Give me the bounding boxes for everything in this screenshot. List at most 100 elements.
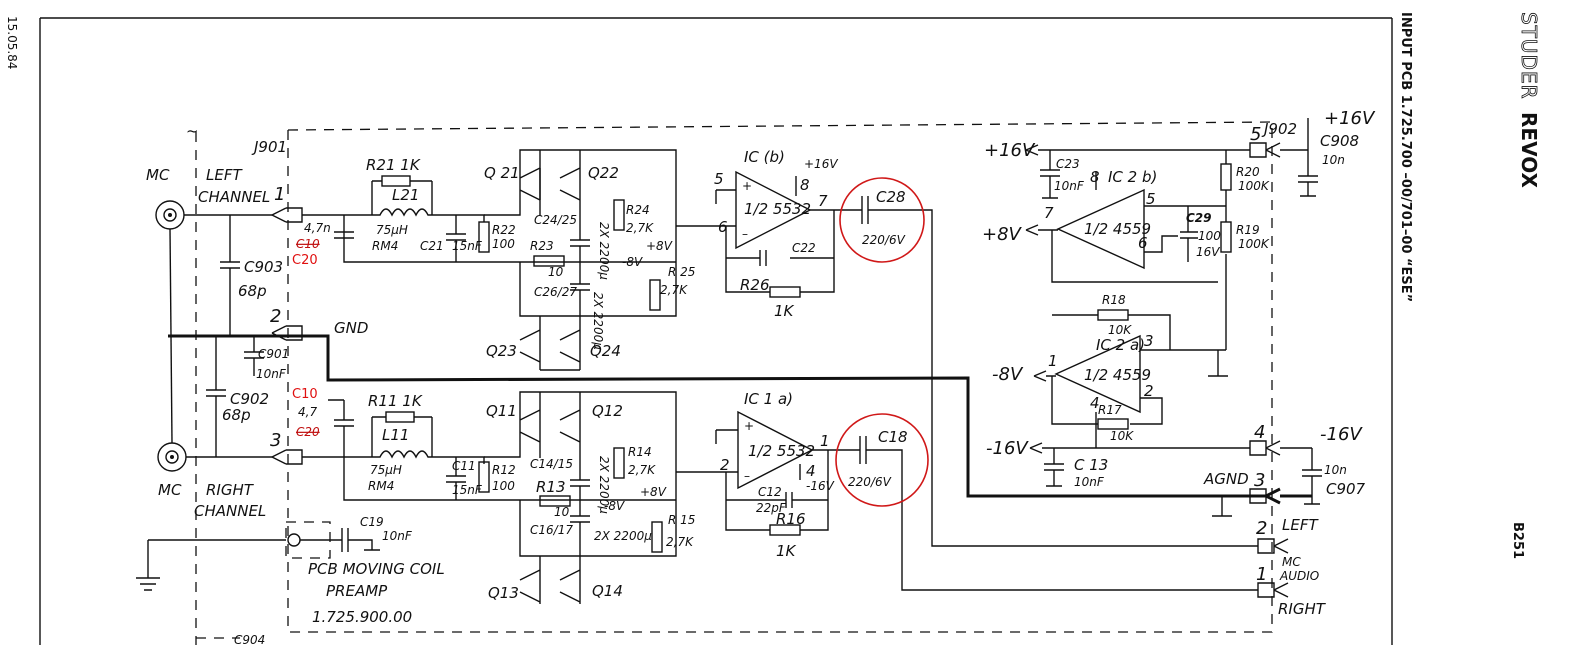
q23-label: Q23 xyxy=(486,342,517,360)
right-out-label: RIGHT xyxy=(1278,600,1327,618)
c19-value: 10nF xyxy=(382,529,413,543)
r19-body xyxy=(1220,221,1232,253)
mc-right-label-2: RIGHT xyxy=(206,481,255,499)
ic1b-wires xyxy=(676,176,852,293)
j902-pin2 xyxy=(1257,538,1289,554)
ic2b-label: IC 2 b) xyxy=(1108,168,1157,186)
mc-right-label-1: MC xyxy=(158,481,182,499)
ic1b-pin5: 5 xyxy=(714,170,724,188)
c13-cap xyxy=(1044,448,1064,487)
pcb-text-3: 1.725.900.00 xyxy=(312,608,412,626)
ic1a-wires xyxy=(676,429,836,531)
c18-highlight-circle xyxy=(835,413,929,507)
c908-label: C908 xyxy=(1320,132,1359,150)
r20-body xyxy=(1220,163,1232,191)
mc-left-input-jack xyxy=(155,200,185,230)
mc-audio-label-1: MC xyxy=(1282,555,1301,569)
c901-label: C901 xyxy=(258,347,289,361)
r22-label: R22 xyxy=(492,223,516,237)
cap-2x2200-d: 2X 2200µ xyxy=(594,529,652,543)
j902-pin5 xyxy=(1249,142,1308,158)
l21-coil xyxy=(372,208,485,222)
c13-label: C 13 xyxy=(1074,456,1108,474)
q12-label: Q12 xyxy=(592,402,623,420)
r16-body xyxy=(769,524,801,536)
j901-pin1-arrow xyxy=(271,207,303,223)
r15-label: R 15 xyxy=(668,513,695,527)
c908-value: 10n xyxy=(1322,153,1345,167)
ic1b-supply: +16V xyxy=(804,157,838,171)
c28-cap xyxy=(852,196,1258,547)
mc-left-label-3: CHANNEL xyxy=(198,188,270,206)
cap-2x2200-c: 2X 2200µ xyxy=(597,456,611,514)
r14-label: R14 xyxy=(628,445,652,459)
c12-label: C12 xyxy=(758,485,782,499)
c16-17-label: C16/17 xyxy=(530,523,573,537)
c902-label: C902 xyxy=(230,390,269,408)
p16-rail xyxy=(1025,144,1250,164)
cap-2x2200-b: 2X 2200µ xyxy=(591,292,605,350)
l11-value: 75µH xyxy=(370,463,402,477)
r21-leads xyxy=(371,180,433,215)
ic2b-part: 1/2 4559 xyxy=(1084,220,1151,238)
c14-15-label: C14/15 xyxy=(530,457,573,471)
r19-value: 100K xyxy=(1238,237,1270,251)
ic1b-pin7: 7 xyxy=(818,192,828,210)
left-cap-stack xyxy=(570,216,590,316)
c907-value: 10n xyxy=(1324,463,1347,477)
page-code: B251 xyxy=(1510,522,1525,559)
r25-label: R 25 xyxy=(668,265,695,279)
r23-value: 10 xyxy=(548,265,564,279)
p16-right-label: +16V xyxy=(1324,108,1376,129)
j902-pin1-label: 1 xyxy=(1256,564,1267,585)
c20-cap xyxy=(328,399,354,457)
r13-label: R13 xyxy=(536,478,566,496)
c28-highlight-circle xyxy=(839,177,925,263)
ic1b-opamp xyxy=(735,170,812,250)
r23-body xyxy=(533,255,565,267)
c29-label: C29 xyxy=(1186,211,1212,225)
r17-label: R17 xyxy=(1098,403,1122,417)
r26-label: R26 xyxy=(740,276,770,294)
n8-label: -8V xyxy=(992,364,1024,385)
right-minus8v: -8V xyxy=(604,499,625,513)
ic1a-pin1: 1 xyxy=(820,432,830,450)
r23-label: R23 xyxy=(530,239,554,253)
c24-25-label: C24/25 xyxy=(534,213,577,227)
ic1a-opamp xyxy=(737,410,814,490)
mc-left-label-1: MC xyxy=(146,166,170,184)
c21-value: 15nF xyxy=(452,239,483,253)
r25-body xyxy=(649,279,661,311)
ic2a-opamp xyxy=(1054,334,1141,414)
c904-label: C904 xyxy=(234,633,265,645)
j901-pin3-label: 3 xyxy=(270,430,281,451)
j902-pin3-label: 3 xyxy=(1254,470,1265,491)
ic1a-pin2: 2 xyxy=(720,456,730,474)
ic1b-part: 1/2 5532 xyxy=(744,200,811,218)
c10-correction: C10 xyxy=(292,387,318,402)
q11-label: Q11 xyxy=(486,402,517,420)
j901-pin1-label: 1 xyxy=(274,184,285,205)
r24-body xyxy=(613,199,625,231)
c10-value: 4,7n xyxy=(304,221,331,235)
ic1b-minus: – xyxy=(742,227,748,241)
r12-value: 100 xyxy=(492,479,515,493)
c29-cap xyxy=(1180,206,1198,262)
mc-right-input-jack xyxy=(157,442,187,472)
c23-cap xyxy=(1040,150,1060,199)
r17-value: 10K xyxy=(1110,429,1134,443)
ic1b-plus: + xyxy=(742,179,752,193)
ic2a-wires xyxy=(1130,349,1228,425)
ic1a-pin4: 4 xyxy=(806,462,816,480)
c22-cap xyxy=(759,250,767,266)
q24-label: Q24 xyxy=(590,342,621,360)
j902-label: J902 xyxy=(1261,120,1297,138)
l11-coil xyxy=(372,450,485,464)
c903-wire xyxy=(220,215,240,336)
n16-rail xyxy=(1029,412,1250,454)
tilde-mark: ~ xyxy=(186,122,199,140)
agnd-ground xyxy=(1212,496,1232,517)
r11-label: R11 1K xyxy=(368,392,423,410)
j902-pin1 xyxy=(1257,582,1289,598)
